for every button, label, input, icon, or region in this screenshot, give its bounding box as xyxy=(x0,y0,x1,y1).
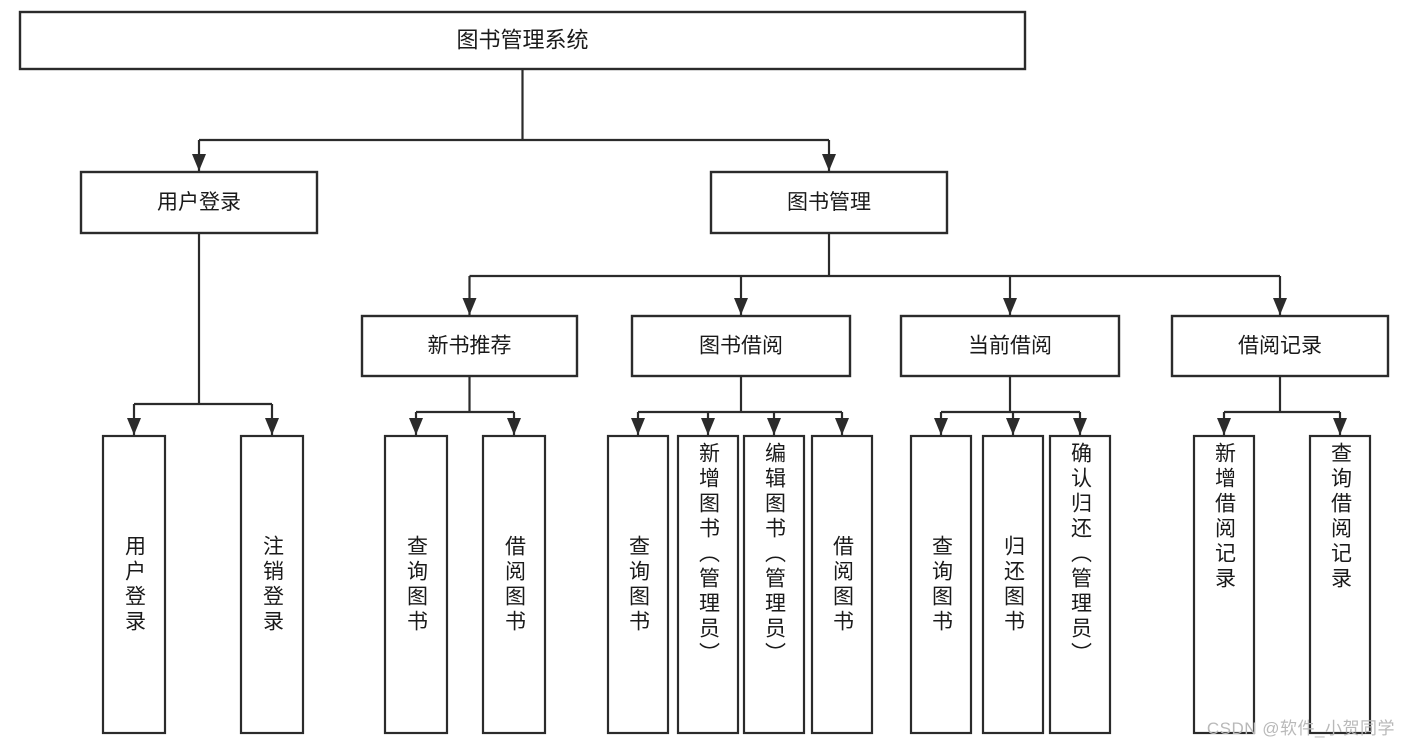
node-level3-0-rect[interactable] xyxy=(360,314,579,378)
node-leaf-7-rect[interactable] xyxy=(810,434,874,735)
group-3-drop-2-arrowhead xyxy=(1073,418,1087,435)
node-level2-1-label: 图书管理 xyxy=(787,191,871,214)
node-leaf-3-rect[interactable] xyxy=(481,434,547,735)
node-leaf-5-rect[interactable] xyxy=(676,434,740,735)
node-level2-0-label: 用户登录 xyxy=(157,191,241,214)
node-leaf-1[interactable] xyxy=(239,434,305,735)
node-level2-0-rect[interactable] xyxy=(79,170,319,235)
node-level3-0-label: 新书推荐 xyxy=(428,335,512,358)
node-level3-2-rect[interactable] xyxy=(899,314,1121,378)
group-4-drop-0-arrowhead xyxy=(1217,418,1231,435)
node-leaf-10[interactable] xyxy=(1048,434,1112,735)
node-leaf-6[interactable] xyxy=(742,434,806,735)
node-level3-0[interactable]: 新书推荐 xyxy=(360,314,579,378)
group-3-drop-1-arrowhead xyxy=(1006,418,1020,435)
node-leaf-11[interactable] xyxy=(1192,434,1256,735)
group-4-drop-1-arrowhead xyxy=(1333,418,1347,435)
node-level3-2[interactable]: 当前借阅 xyxy=(899,314,1121,378)
node-leaf-0[interactable] xyxy=(101,434,167,735)
node-leaf-5[interactable] xyxy=(676,434,740,735)
root-to-level2-drop-0-arrowhead xyxy=(192,154,206,171)
node-level3-3[interactable]: 借阅记录 xyxy=(1170,314,1390,378)
node-leaf-2[interactable] xyxy=(383,434,449,735)
node-root-system-rect[interactable] xyxy=(18,10,1027,71)
node-leaf-10-rect[interactable] xyxy=(1048,434,1112,735)
node-leaf-1-rect[interactable] xyxy=(239,434,305,735)
connector-layer xyxy=(127,69,1347,435)
group-1-drop-0-arrowhead xyxy=(409,418,423,435)
node-level3-3-rect[interactable] xyxy=(1170,314,1390,378)
node-leaf-9[interactable] xyxy=(981,434,1045,735)
node-level2-1[interactable]: 图书管理 xyxy=(709,170,949,235)
node-leaf-12[interactable] xyxy=(1308,434,1372,735)
node-leaf-12-rect[interactable] xyxy=(1308,434,1372,735)
node-leaf-8[interactable] xyxy=(909,434,973,735)
watermark-text: CSDN @软件_小贺同学 xyxy=(1206,719,1395,738)
group-0-drop-1-arrowhead xyxy=(265,418,279,435)
group-0-drop-0-arrowhead xyxy=(127,418,141,435)
node-level2-1-rect[interactable] xyxy=(709,170,949,235)
book-mgmt-to-level3-drop-2-arrowhead xyxy=(1003,298,1017,315)
node-root-system[interactable]: 图书管理系统 xyxy=(18,10,1027,71)
root-to-level2-drop-1-arrowhead xyxy=(822,154,836,171)
node-level3-1[interactable]: 图书借阅 xyxy=(630,314,852,378)
node-leaf-0-rect[interactable] xyxy=(101,434,167,735)
group-3-drop-0-arrowhead xyxy=(934,418,948,435)
node-leaf-11-rect[interactable] xyxy=(1192,434,1256,735)
node-level3-1-rect[interactable] xyxy=(630,314,852,378)
book-mgmt-to-level3-drop-1-arrowhead xyxy=(734,298,748,315)
node-level3-1-label: 图书借阅 xyxy=(699,335,783,358)
node-leaf-7[interactable] xyxy=(810,434,874,735)
group-2-drop-1-arrowhead xyxy=(701,418,715,435)
node-leaf-8-rect[interactable] xyxy=(909,434,973,735)
book-mgmt-to-level3-drop-3-arrowhead xyxy=(1273,298,1287,315)
group-1-drop-1-arrowhead xyxy=(507,418,521,435)
node-level3-2-label: 当前借阅 xyxy=(968,335,1052,358)
group-2-drop-0-arrowhead xyxy=(631,418,645,435)
group-2-drop-3-arrowhead xyxy=(835,418,849,435)
node-leaf-2-rect[interactable] xyxy=(383,434,449,735)
node-leaf-4-rect[interactable] xyxy=(606,434,670,735)
book-mgmt-to-level3-drop-0-arrowhead xyxy=(462,298,477,315)
node-level3-3-label: 借阅记录 xyxy=(1238,335,1322,358)
node-leaf-3[interactable] xyxy=(481,434,547,735)
node-leaf-9-rect[interactable] xyxy=(981,434,1045,735)
node-leaf-4[interactable] xyxy=(606,434,670,735)
group-2-drop-2-arrowhead xyxy=(767,418,781,435)
node-leaf-6-rect[interactable] xyxy=(742,434,806,735)
node-level2-0[interactable]: 用户登录 xyxy=(79,170,319,235)
node-root-system-label: 图书管理系统 xyxy=(456,27,588,52)
